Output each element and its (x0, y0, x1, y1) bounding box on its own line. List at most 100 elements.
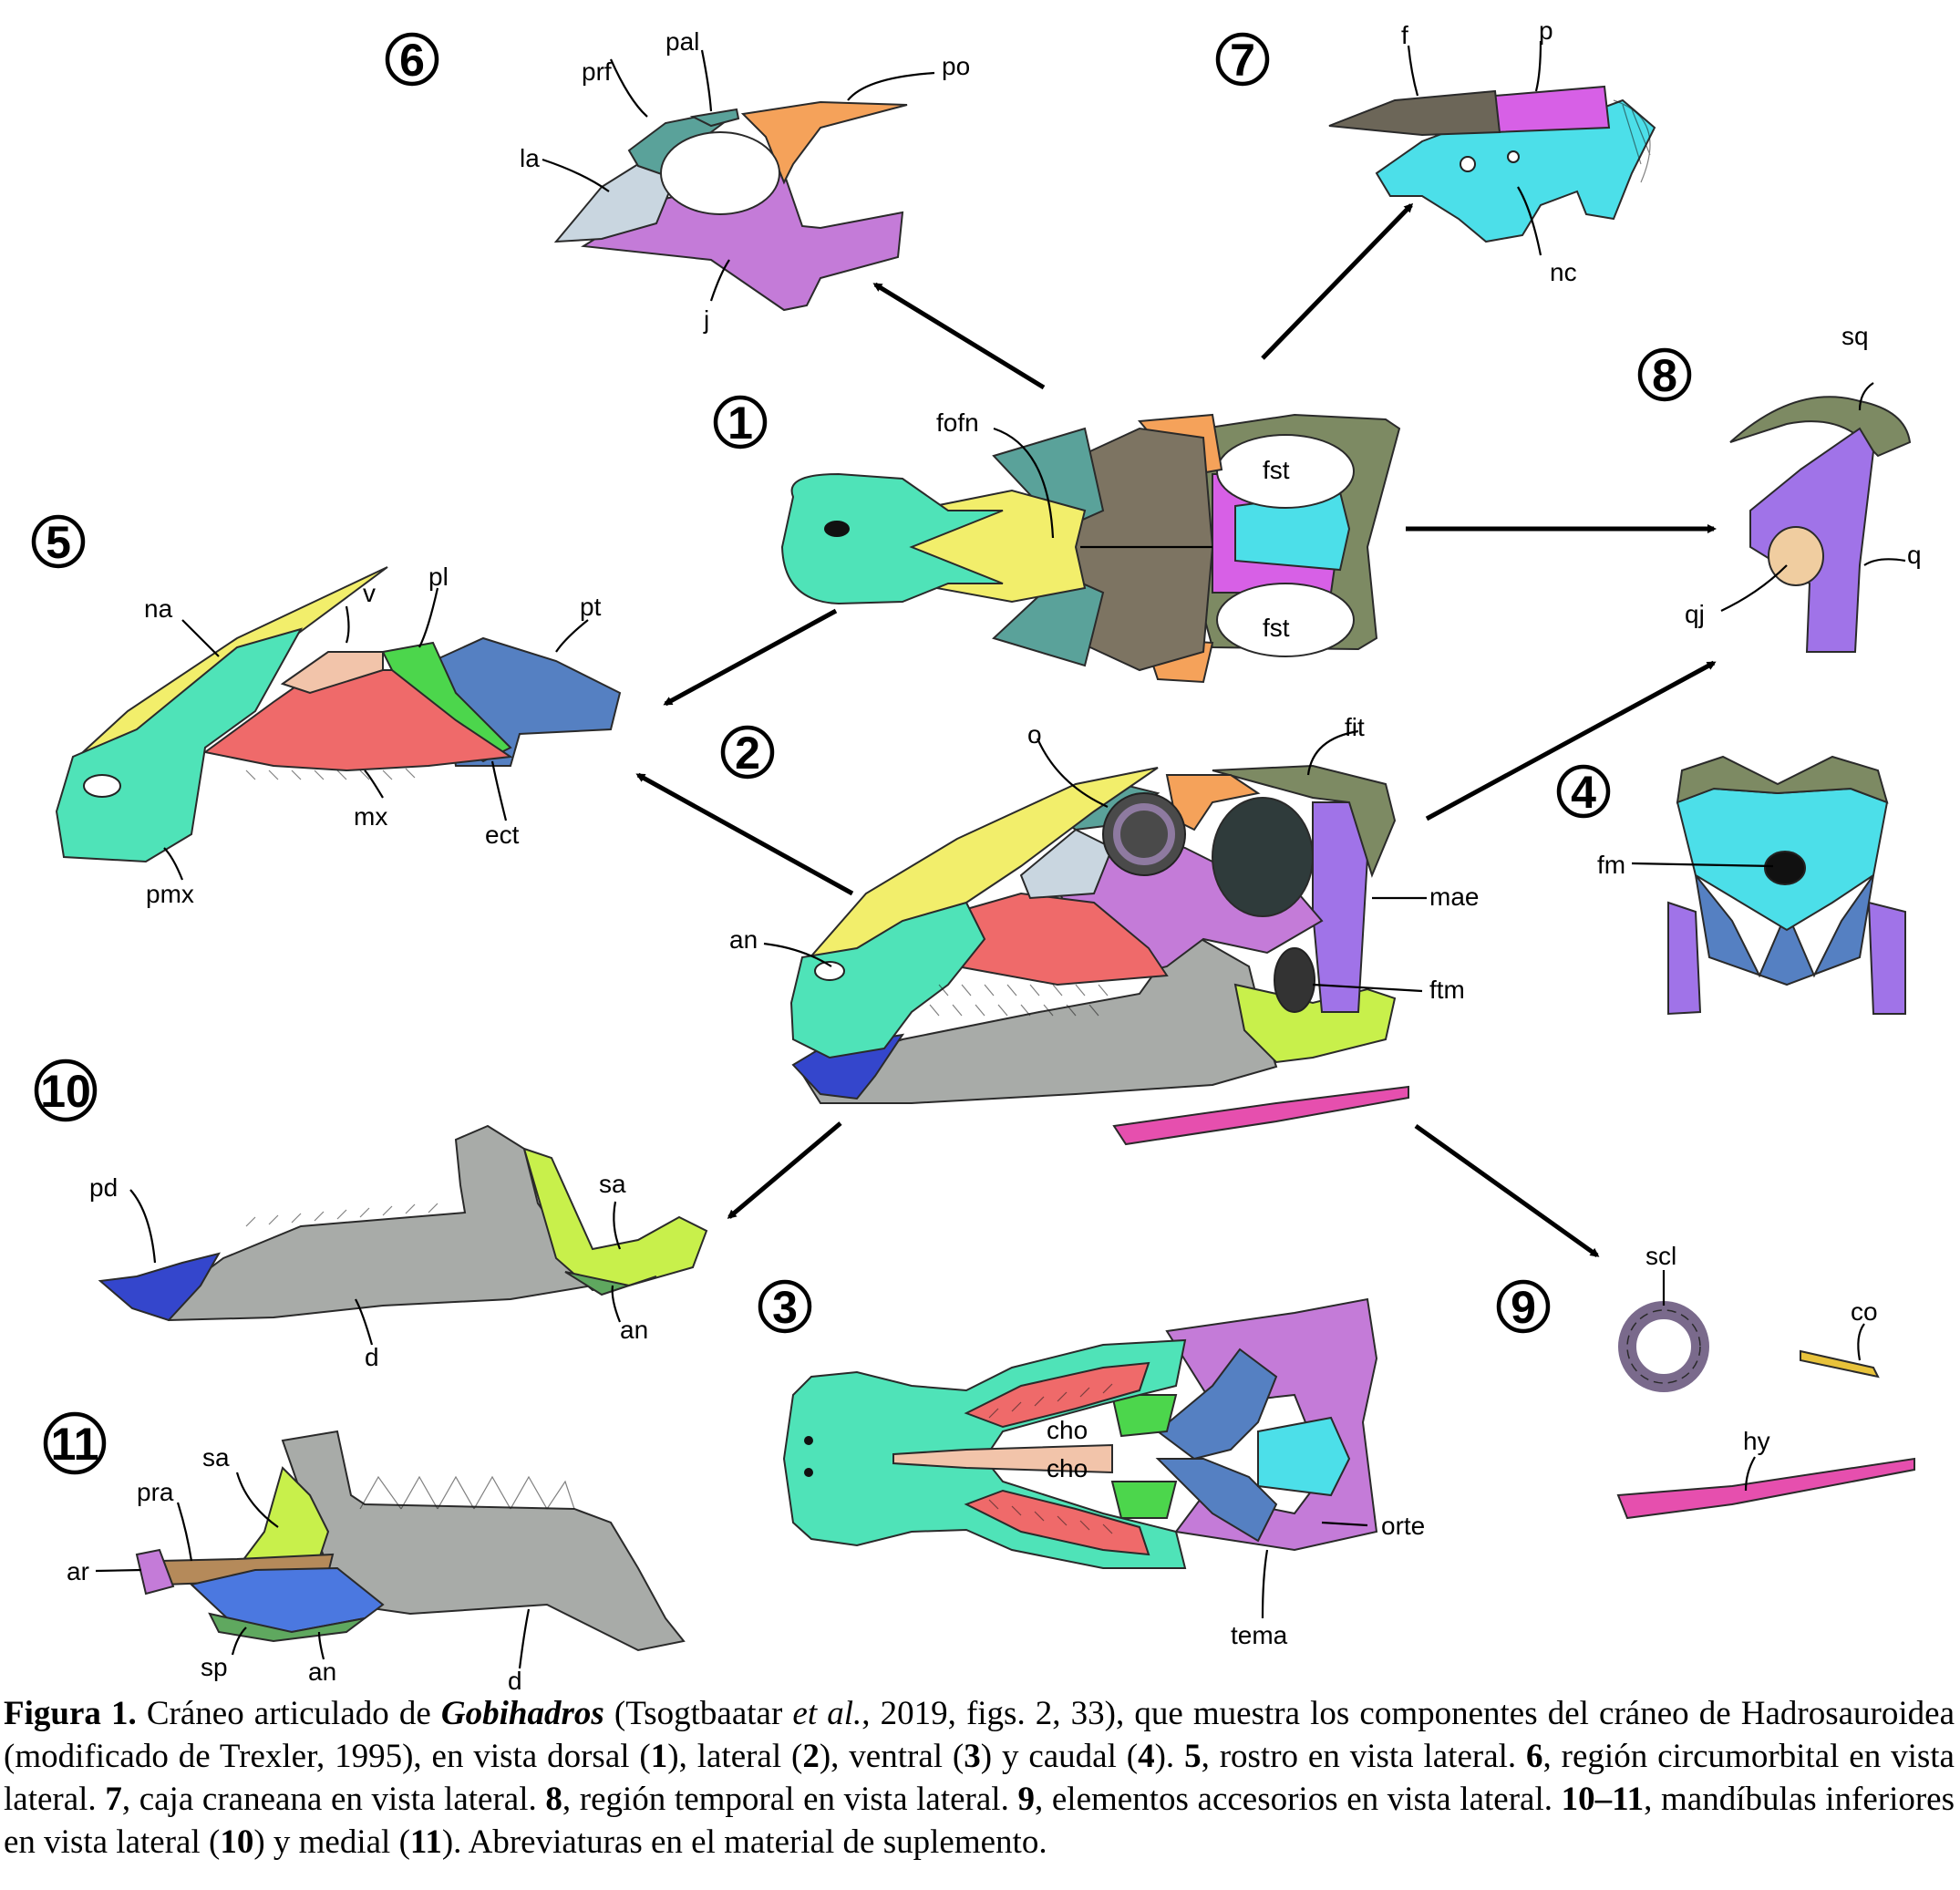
arrow-to-10 (727, 1121, 842, 1219)
caption-num: 10 (220, 1823, 254, 1861)
panel-number-4: 4 (1571, 767, 1596, 818)
label-an-10: an (620, 1316, 648, 1344)
label-sa-10: sa (599, 1170, 626, 1198)
caption-text: (Tsogtbaatar (603, 1695, 793, 1732)
ventral-pterygoid-bottom (1155, 1458, 1278, 1543)
panel-number-7: 7 (1230, 35, 1255, 86)
arrow-to-4-8 (1425, 660, 1717, 821)
ventral-pterygoid-top (1156, 1348, 1278, 1461)
label-orte: orte (1381, 1512, 1425, 1540)
caption-text: , 2019, figs. 2, 33), que muestra los co… (4, 1695, 1955, 1775)
parietal-bone (1494, 85, 1611, 134)
arrow-to-5-top (663, 608, 838, 707)
label-pt: pt (580, 593, 602, 621)
label-an-11: an (308, 1658, 336, 1686)
rostrum-premaxilla (55, 627, 304, 863)
caudal-quadrate-right (1867, 901, 1906, 1015)
postorbital-bone (740, 100, 908, 185)
label-nc: nc (1550, 258, 1577, 286)
temporal-squamosal (1729, 396, 1912, 458)
arrow-to-7 (1261, 202, 1414, 360)
panel-number-1: 1 (727, 398, 753, 449)
lateral-premaxilla (789, 901, 986, 1059)
label-an-lateral: an (729, 925, 758, 954)
palpebral-bone (689, 108, 740, 128)
panel-number-9-circle (1496, 1279, 1551, 1334)
label-pmx: pmx (146, 880, 194, 908)
panel-number-3-circle (758, 1279, 812, 1334)
caption-text: ) y caudal ( (980, 1738, 1139, 1775)
panel-number-8: 8 (1652, 350, 1677, 401)
label-mx: mx (354, 802, 387, 831)
caption-text: Cráneo articulado de (136, 1695, 441, 1732)
label-fofn: fofn (936, 408, 979, 437)
caption-etal: et al. (792, 1695, 862, 1732)
caption-num: 5 (1184, 1738, 1202, 1775)
dorsal-premaxilla (780, 472, 1004, 605)
caption-num: 4 (1138, 1738, 1155, 1775)
caption-text: , elementos accesorios en vista lateral. (1034, 1781, 1562, 1818)
label-q: q (1907, 541, 1922, 569)
medial-angular (208, 1612, 366, 1643)
fst-bottom-opening (1216, 583, 1355, 657)
frontal-bone (1328, 89, 1501, 137)
label-sa-11: sa (202, 1443, 230, 1472)
panel-10-mandible-lateral: pd sa an d 10 (34, 1059, 708, 1371)
panel-6-circumorbital: prf pal po la j (520, 27, 970, 334)
label-f: f (1401, 21, 1408, 49)
caption-text: , mandíbulas inferiores en vista lateral… (4, 1781, 1955, 1861)
caption-text: , rostro en vista lateral. (1201, 1738, 1527, 1775)
caption-text: , región temporal en vista lateral. (562, 1781, 1018, 1818)
label-ar: ar (67, 1557, 89, 1585)
label-sp: sp (201, 1653, 228, 1681)
label-fm: fm (1597, 851, 1625, 879)
label-cho-top: cho (1047, 1416, 1088, 1444)
caption-text: ). (1154, 1738, 1185, 1775)
temporal-quadratojugal (1768, 526, 1824, 586)
coronoid-accessory (1800, 1349, 1880, 1379)
panel-1-dorsal: fofn fst fst 1 (713, 395, 1401, 684)
label-fst-bottom: fst (1263, 614, 1290, 642)
caption-num: 3 (964, 1738, 981, 1775)
label-sq: sq (1841, 322, 1869, 350)
panel-3-ventral: cho cho orte tema 3 (758, 1279, 1425, 1649)
panel-number-5-circle (31, 514, 86, 569)
lateral-lacrimal (1019, 828, 1114, 900)
top-panel-numbers: 6 7 (385, 32, 1270, 87)
caption-text: ) y medial ( (253, 1823, 410, 1861)
label-pl: pl (428, 563, 449, 591)
label-hy: hy (1743, 1427, 1770, 1455)
panel-7-braincase: f p nc (1328, 16, 1656, 286)
panel-number-2: 2 (735, 728, 760, 779)
label-pal: pal (665, 27, 699, 56)
panel-number-6: 6 (399, 35, 425, 86)
label-po: po (942, 52, 970, 80)
panel-2-lateral: o fit an mae ftm 2 (720, 713, 1479, 1146)
orbit-opening (660, 131, 780, 215)
label-tema: tema (1231, 1621, 1288, 1649)
panel-4-caudal: fm 4 (1556, 755, 1906, 1016)
label-pd: pd (89, 1173, 118, 1202)
mandible-angular (564, 1271, 657, 1296)
caption-num: 1 (650, 1738, 668, 1775)
ventral-palatine-top (1110, 1394, 1178, 1438)
label-v: v (363, 579, 376, 607)
sclerotic-ring (1618, 1301, 1709, 1392)
caption-num: 2 (802, 1738, 820, 1775)
caption-text: , región circumorbital en vista lateral. (4, 1738, 1955, 1818)
arrow-to-9 (1414, 1123, 1600, 1258)
caption-num: 6 (1526, 1738, 1543, 1775)
panel-number-7-circle (1215, 32, 1270, 87)
fst-top-opening (1216, 434, 1355, 509)
caudal-pterygoids (1694, 872, 1874, 986)
mandible-dentary (158, 1124, 594, 1322)
panel-number-10-circle (34, 1059, 98, 1122)
arrow-to-5-lat (635, 772, 854, 896)
panel-5-rostrum: na v pl pt mx ect pmx 5 (31, 514, 622, 908)
label-j: j (703, 305, 709, 334)
label-fst-top: fst (1263, 456, 1290, 484)
label-cho-bottom: cho (1047, 1454, 1088, 1482)
panel-number-5: 5 (46, 517, 71, 568)
label-mae: mae (1429, 883, 1479, 911)
